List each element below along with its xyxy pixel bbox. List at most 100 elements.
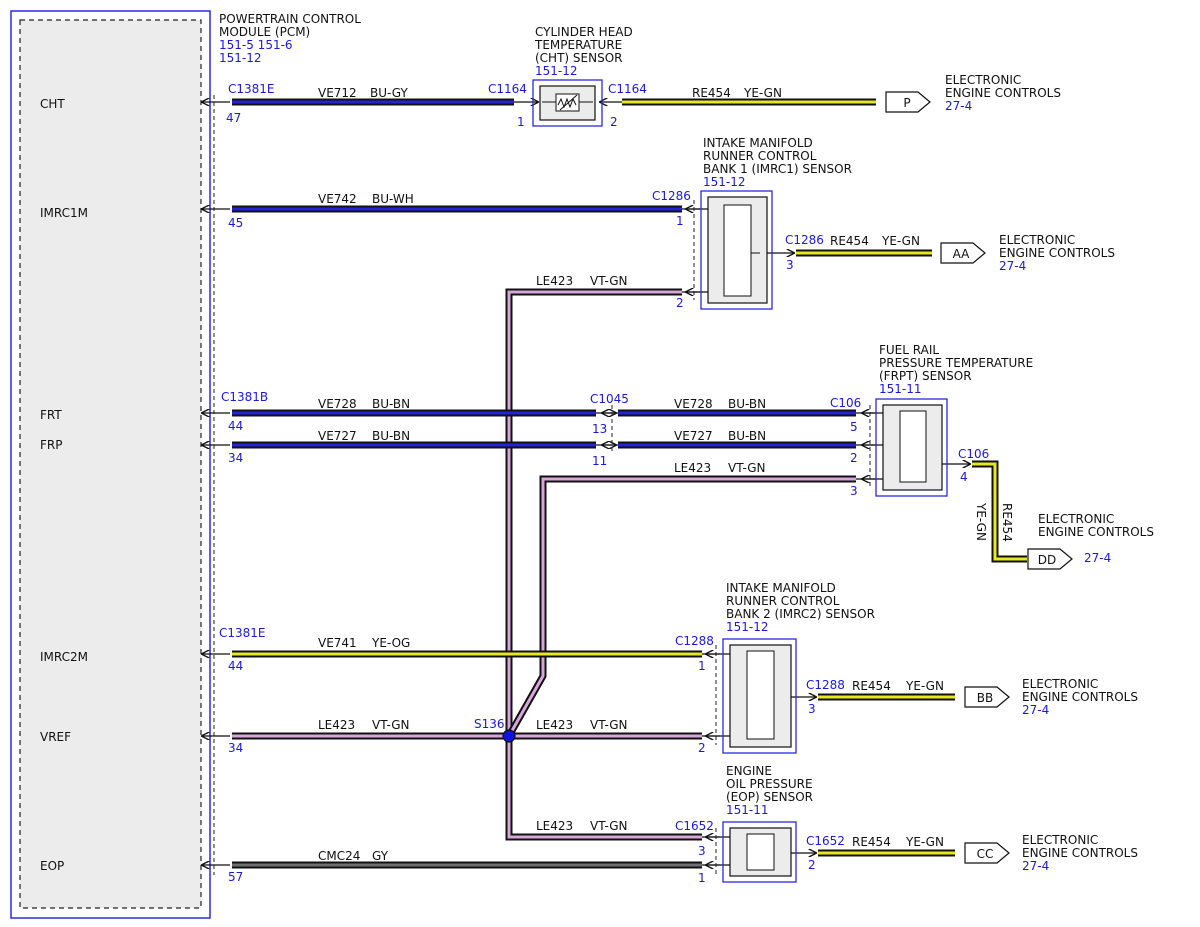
connector-c1288-out: C1288	[806, 678, 845, 692]
pin-imrc2-2: 2	[698, 741, 706, 755]
wire-labels: VE712 BU-GY RE454 YE-GN VE742 BU-WH RE45…	[318, 86, 1014, 863]
wire-label-ve741-circuit: VE741	[318, 636, 357, 650]
wire-label-ve727-b-color: BU-BN	[728, 429, 766, 443]
pcm-pin-vref: VREF	[40, 730, 71, 744]
imrc1-title-3: BANK 1 (IMRC1) SENSOR	[703, 162, 852, 176]
wire-label-le423-frpt-circuit: LE423	[674, 461, 711, 475]
connector-labels: C1381E C1164 C1164 C1286 C1286 C1381B C1…	[219, 82, 989, 848]
imrc2-ref: 151-12	[726, 620, 769, 634]
wire-label-re454-imrc2-circuit: RE454	[852, 679, 891, 693]
wire-label-re454-eop-color: YE-GN	[905, 835, 944, 849]
offpage-dd-title-2: ENGINE CONTROLS	[1038, 525, 1154, 539]
wire-label-ve728-a-color: BU-BN	[372, 397, 410, 411]
pin-numbers: 47 45 44 34 44 34 57 1 2 1 2 3 13 11 5 2…	[226, 111, 968, 885]
offpage-dd-label: DD	[1038, 553, 1056, 567]
wire-label-ve712-color: BU-GY	[370, 86, 408, 100]
wire-label-ve727-b-circuit: VE727	[674, 429, 713, 443]
pin-pcm-eop: 57	[228, 870, 243, 884]
connector-c1286-out: C1286	[785, 233, 824, 247]
offpage-p-ref: 27-4	[945, 99, 972, 113]
cht-ref: 151-12	[535, 64, 578, 78]
pin-frpt-4: 4	[960, 470, 968, 484]
eop-title-3: (EOP) SENSOR	[726, 790, 813, 804]
wire-label-re454-frpt-circuit: RE454	[1000, 503, 1014, 542]
wire-label-cmc24-circuit: CMC24	[318, 849, 360, 863]
eop-ref: 151-11	[726, 803, 769, 817]
connector-c106-in: C106	[830, 396, 861, 410]
offpage-aa-label: AA	[953, 247, 971, 261]
wire-label-le423-imrc2-circuit: LE423	[536, 718, 573, 732]
pin-pcm-imrc1m: 45	[228, 216, 243, 230]
connector-c1652-in: C1652	[675, 819, 714, 833]
connector-c1652-out: C1652	[806, 834, 845, 848]
pin-eop-1: 1	[698, 871, 706, 885]
wire-label-re454-frpt-color: YE-GN	[974, 502, 988, 541]
pin-pcm-vref: 34	[228, 741, 243, 755]
offpage-bb-title-2: ENGINE CONTROLS	[1022, 690, 1138, 704]
pin-eop-3: 3	[698, 844, 706, 858]
pcm-body	[19, 19, 202, 909]
imrc1-sensor-frame	[700, 190, 773, 310]
offpage-aa-ref: 27-4	[999, 259, 1026, 273]
connector-c1288-in: C1288	[675, 634, 714, 648]
pcm-outline	[10, 10, 211, 919]
offpage-aa-title-1: ELECTRONIC	[999, 233, 1075, 247]
eop-title-1: ENGINE	[726, 764, 772, 778]
imrc1-ref: 151-12	[703, 175, 746, 189]
frpt-sensor-frame	[875, 398, 948, 497]
offpage-aa-tag	[940, 242, 986, 264]
frpt-sensor: FUEL RAIL PRESSURE TEMPERATURE (FRPT) SE…	[869, 343, 1033, 497]
offpage-bb-tag	[964, 686, 1010, 708]
offpage-p-title-1: ELECTRONIC	[945, 73, 1021, 87]
offpage-dd-ref: 27-4	[1084, 551, 1111, 565]
imrc2-title-3: BANK 2 (IMRC2) SENSOR	[726, 607, 875, 621]
eop-sensor: ENGINE OIL PRESSURE (EOP) SENSOR 151-11	[715, 764, 813, 883]
imrc2-title-2: RUNNER CONTROL	[726, 594, 840, 608]
wire-label-ve727-a-circuit: VE727	[318, 429, 357, 443]
wire-le423-imrc1	[507, 290, 682, 736]
connector-c1045: C1045	[590, 392, 629, 406]
wire-label-le423-eop-circuit: LE423	[536, 819, 573, 833]
wire-label-re454-eop-circuit: RE454	[852, 835, 891, 849]
imrc1-sensor: INTAKE MANIFOLD RUNNER CONTROL BANK 1 (I…	[693, 136, 852, 310]
frpt-title-2: PRESSURE TEMPERATURE	[879, 356, 1033, 370]
wire-label-le423-imrc2-color: VT-GN	[590, 718, 627, 732]
pin-imrc2-3: 3	[808, 702, 816, 716]
pcm-pin-cht: CHT	[40, 97, 65, 111]
wire-re454-frpt	[972, 462, 1027, 561]
offpage-dd-tag	[1027, 548, 1073, 570]
pcm-ref-line1: 151-5 151-6	[219, 38, 293, 52]
pin-pcm-frt: 44	[228, 419, 243, 433]
connector-arrows	[202, 102, 970, 865]
offpage-p-title-2: ENGINE CONTROLS	[945, 86, 1061, 100]
wire-label-cmc24-color: GY	[372, 849, 389, 863]
wire-label-le423-imrc1-circuit: LE423	[536, 274, 573, 288]
pcm-title-line2: MODULE (PCM)	[219, 25, 310, 39]
pin-imrc2-1: 1	[698, 659, 706, 673]
wires	[232, 98, 1027, 869]
wire-label-ve742-circuit: VE742	[318, 192, 357, 206]
wire-le423-imrc1-outline	[505, 288, 682, 736]
eop-sensor-frame	[722, 821, 797, 883]
wire-label-ve728-b-circuit: VE728	[674, 397, 713, 411]
connector-c1381b: C1381B	[221, 390, 268, 404]
imrc1-title-1: INTAKE MANIFOLD	[703, 136, 813, 150]
wire-label-ve712-circuit: VE712	[318, 86, 357, 100]
wire-label-le423-imrc1-color: VT-GN	[590, 274, 627, 288]
eop-element	[746, 833, 775, 871]
wire-label-ve728-a-circuit: VE728	[318, 397, 357, 411]
offpage-dd-title-1: ELECTRONIC	[1038, 512, 1114, 526]
connector-c1381e-bottom: C1381E	[219, 626, 266, 640]
offpage-p-tag	[885, 91, 931, 113]
offpage-cc-label: CC	[977, 847, 994, 861]
frpt-title-1: FUEL RAIL	[879, 343, 939, 357]
pcm-pin-frp: FRP	[40, 438, 62, 452]
offpage-cc-ref: 27-4	[1022, 859, 1049, 873]
imrc2-sensor-frame	[722, 638, 797, 754]
offpage-dd: DD ELECTRONIC ENGINE CONTROLS 27-4	[1027, 512, 1154, 570]
pin-eop-2: 2	[808, 858, 816, 872]
pin-cht-1: 1	[517, 115, 525, 129]
pin-pcm-frp: 34	[228, 451, 243, 465]
wire-label-ve728-b-color: BU-BN	[728, 397, 766, 411]
wire-label-re454-cht-color: YE-GN	[743, 86, 782, 100]
